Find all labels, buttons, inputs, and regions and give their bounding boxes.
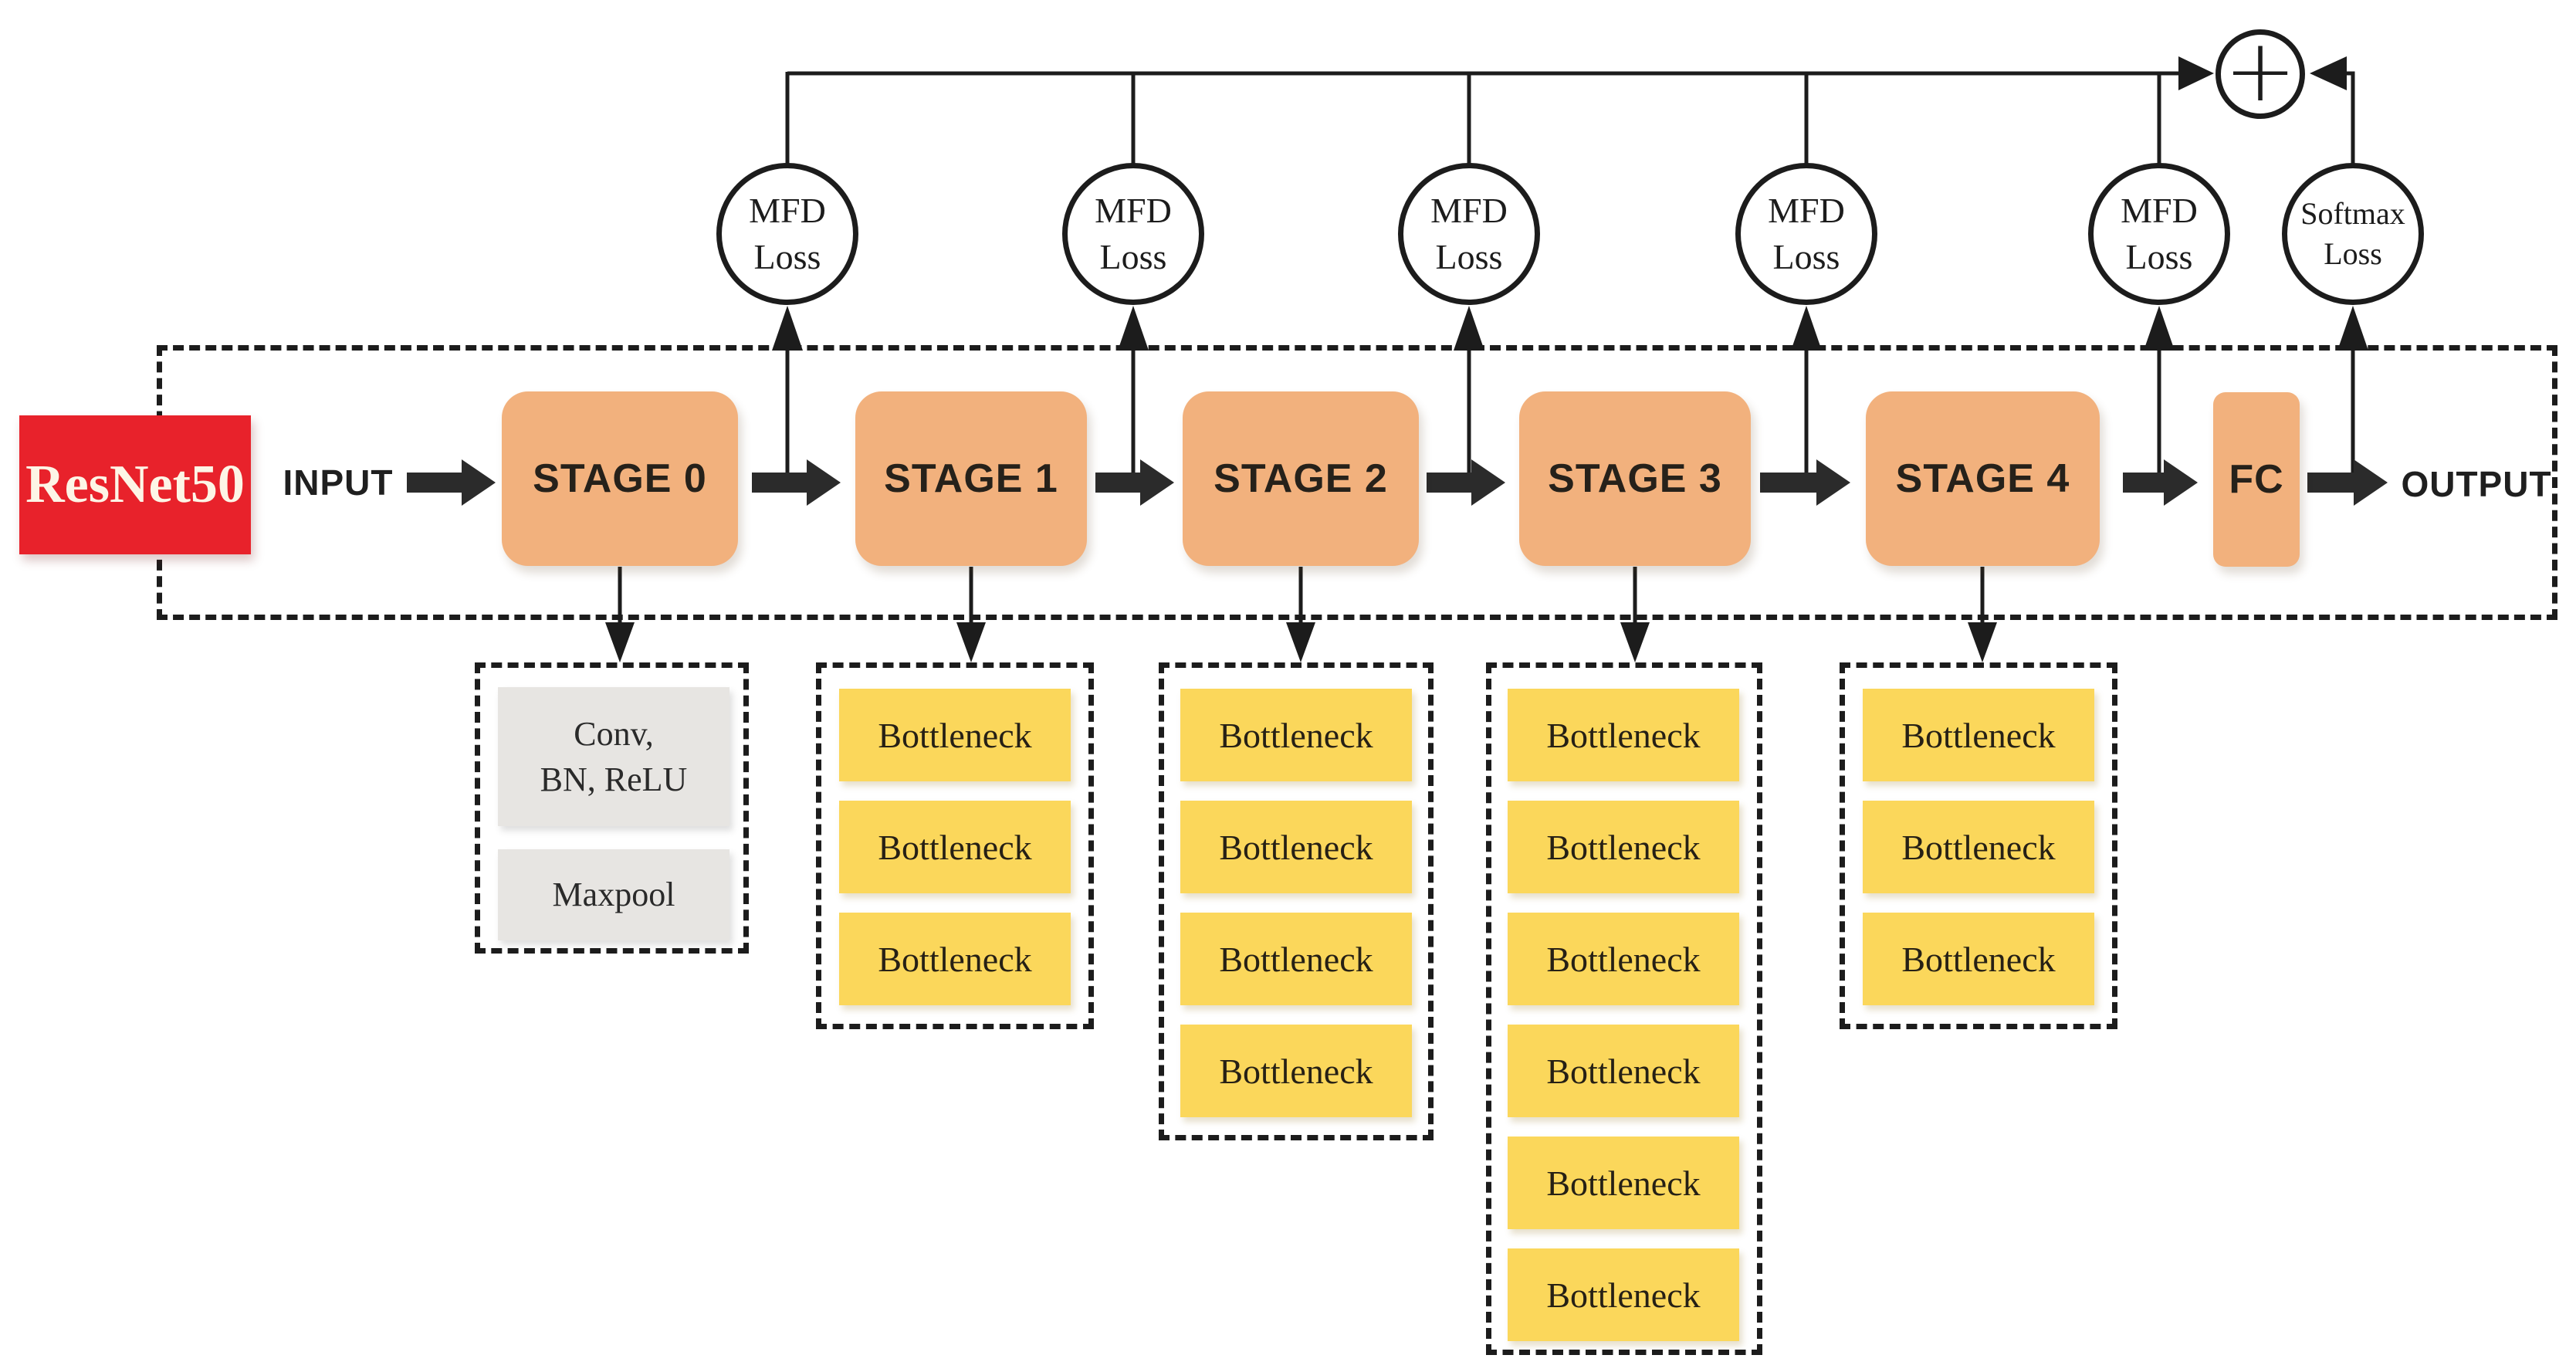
flow-arrows (407, 459, 2388, 506)
stage-2-label: STAGE 2 (1214, 456, 1388, 501)
sum-circle: + (2215, 28, 2305, 119)
stage1-bottlenecks-frame (816, 662, 1094, 1029)
mfd-loss-circle-5: MFD Loss (2088, 163, 2230, 305)
stage-box-2: STAGE 2 (1183, 391, 1419, 566)
stage-box-3: STAGE 3 (1519, 391, 1751, 566)
bottleneck-box: Bottleneck (839, 913, 1071, 1005)
bottleneck-box: Bottleneck (1180, 913, 1412, 1005)
bottleneck-box: Bottleneck (839, 689, 1071, 781)
mfd-loss-2-line1: MFD (1095, 191, 1172, 231)
stage0-detail-frame (475, 662, 749, 954)
bottleneck-box: Bottleneck (1863, 801, 2094, 893)
stage-box-0: STAGE 0 (502, 391, 738, 566)
mfd-loss-circle-2: MFD Loss (1062, 163, 1204, 305)
mfd-loss-5-line2: Loss (2125, 237, 2193, 276)
mfd-loss-3-line1: MFD (1430, 191, 1508, 231)
resnet50-box: ResNet50 (19, 415, 251, 554)
stage-4-label: STAGE 4 (1895, 456, 2070, 501)
mfd-loss-5-line1: MFD (2121, 191, 2198, 231)
stage4-bottlenecks-frame (1840, 662, 2117, 1029)
stage3-bottlenecks-frame (1486, 662, 1762, 1355)
conv-label-line2: BN, ReLU (540, 761, 688, 798)
bottleneck-box: Bottleneck (1508, 1248, 1739, 1341)
loss-up-arrows (772, 306, 2368, 477)
bottleneck-box: Bottleneck (1180, 801, 1412, 893)
mfd-loss-2-line2: Loss (1099, 237, 1167, 276)
conv-bn-relu-box: Conv, BN, ReLU (498, 687, 729, 826)
bottleneck-box: Bottleneck (1180, 689, 1412, 781)
top-sum-bus (785, 56, 2355, 164)
resnet50-label: ResNet50 (25, 455, 245, 514)
stage2-bottlenecks-frame (1159, 662, 1434, 1140)
maxpool-label: Maxpool (552, 876, 675, 914)
bottleneck-box: Bottleneck (1508, 1137, 1739, 1229)
stage-box-4: STAGE 4 (1866, 391, 2100, 566)
mfd-loss-1-line1: MFD (749, 191, 826, 231)
mfd-loss-4-line2: Loss (1772, 237, 1840, 276)
bottleneck-box: Bottleneck (1863, 913, 2094, 1005)
stage-1-label: STAGE 1 (884, 456, 1058, 501)
softmax-loss-line2: Loss (2324, 236, 2382, 271)
input-label: INPUT (283, 462, 394, 503)
softmax-loss-circle: Softmax Loss (2282, 163, 2424, 305)
mfd-loss-4-line1: MFD (1768, 191, 1845, 231)
bottleneck-box: Bottleneck (1863, 689, 2094, 781)
fc-box: FC (2213, 392, 2300, 567)
softmax-loss-line1: Softmax (2300, 196, 2405, 231)
bottleneck-box: Bottleneck (1508, 801, 1739, 893)
mfd-loss-1-line2: Loss (753, 237, 821, 276)
stage-3-label: STAGE 3 (1548, 456, 1722, 501)
stage-box-1: STAGE 1 (855, 391, 1087, 566)
mfd-loss-circle-1: MFD Loss (716, 163, 858, 305)
conv-label-line1: Conv, (574, 714, 654, 753)
stage-0-label: STAGE 0 (533, 456, 707, 501)
bottleneck-box: Bottleneck (1508, 1025, 1739, 1117)
mfd-loss-circle-4: MFD Loss (1735, 163, 1877, 305)
output-label: OUTPUT (2401, 464, 2552, 504)
bottleneck-box: Bottleneck (1180, 1025, 1412, 1117)
bottleneck-box: Bottleneck (839, 801, 1071, 893)
bottleneck-box: Bottleneck (1508, 913, 1739, 1005)
mfd-loss-3-line2: Loss (1435, 237, 1503, 276)
stage-down-arrows (605, 567, 1997, 662)
bottleneck-box: Bottleneck (1508, 689, 1739, 781)
mfd-loss-circle-3: MFD Loss (1398, 163, 1540, 305)
fc-label: FC (2229, 457, 2284, 502)
maxpool-box: Maxpool (498, 849, 729, 940)
